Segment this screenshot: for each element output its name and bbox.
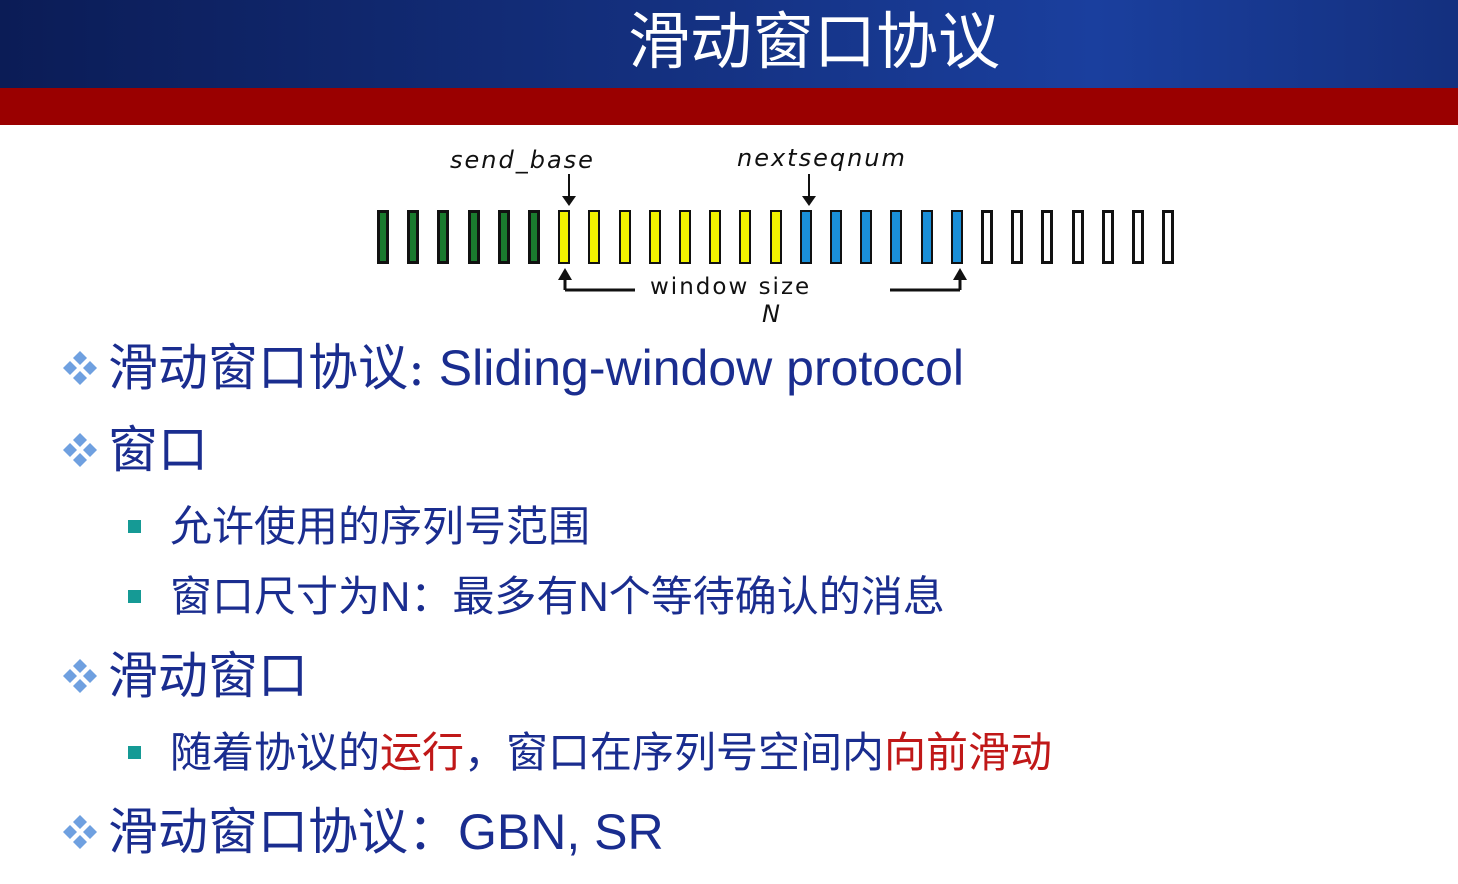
nextseqnum-arrow (802, 174, 816, 206)
seq-box-usable (890, 210, 903, 264)
size-n: N (380, 573, 411, 620)
seq-box-unusable (1011, 210, 1024, 264)
seq-box-acked (497, 210, 510, 264)
seq-box-unusable (1162, 210, 1175, 264)
seq-box-usable (799, 210, 812, 264)
window-right-arrow (890, 268, 967, 292)
slide-prefix: 随着协议的 (170, 728, 381, 777)
bullet-text: 滑动窗口 (108, 647, 308, 705)
title-accent-bar (0, 88, 1458, 125)
send-base-arrow (562, 174, 576, 206)
send-base-label: send_base (450, 146, 595, 174)
slide-mid: ，窗口在序列号空间内 (464, 728, 885, 777)
slide-title: 滑动窗口协议 (628, 5, 1001, 78)
slide-run-highlight: 运行 (380, 728, 465, 777)
sliding-window-diagram: send_base nextseqnum window size N (370, 140, 1200, 330)
seq-box-sent (679, 210, 691, 264)
seq-box-sent (769, 210, 782, 264)
square-bullet-icon (128, 590, 141, 603)
seq-box-sent (588, 210, 601, 264)
seq-box-acked (528, 210, 540, 264)
seq-box-sent (618, 210, 631, 264)
seq-box-sent (558, 210, 571, 264)
seq-box-unusable (1132, 210, 1144, 264)
seq-box-acked (407, 210, 420, 264)
seq-box-sent (648, 210, 661, 264)
size-suffix: 个等待确认的消息 (608, 572, 945, 621)
window-n-label: N (762, 300, 782, 328)
seq-box-acked (467, 210, 480, 264)
nextseqnum-label: nextseqnum (737, 144, 907, 172)
seq-box-usable (950, 210, 963, 264)
square-bullet-icon (128, 520, 141, 533)
diamond-bullet-icon (63, 659, 97, 693)
window-left-arrow (558, 268, 635, 292)
seq-box-acked (437, 210, 450, 264)
diagram-arrows (558, 174, 967, 292)
bullet-cjk-text: 滑动窗口协议: (108, 339, 425, 397)
bullet-latin-text: GBN, SR (458, 804, 664, 860)
diamond-bullet-icon (63, 351, 97, 385)
seq-box-unusable (1071, 210, 1084, 264)
square-bullet-icon (128, 746, 141, 759)
size-mid: ：最多有 (410, 572, 579, 621)
window-size-label: window size (650, 274, 812, 300)
bullet-latin-text: Sliding-window protocol (424, 340, 965, 396)
seq-box-sent (739, 210, 752, 264)
sub-bullet-text: 允许使用的序列号范围 (170, 502, 591, 551)
bullet-cjk-text: 滑动窗口协议： (108, 803, 458, 861)
seq-box-usable (920, 210, 933, 264)
seq-box-usable (860, 210, 873, 264)
seq-box-unusable (1041, 210, 1054, 264)
diamond-bullet-icon (63, 815, 97, 849)
seq-box-usable (830, 210, 842, 264)
seq-box-unusable (1101, 210, 1114, 264)
seq-box-acked (377, 210, 389, 264)
seq-box-sent (709, 210, 722, 264)
size-prefix: 窗口尺寸为 (170, 572, 381, 621)
slide-forward-highlight: 向前滑动 (884, 728, 1053, 777)
diamond-bullet-icon (63, 433, 97, 467)
size-n2: N (578, 573, 609, 620)
bullet-text: 窗口 (108, 421, 208, 479)
seq-box-unusable (981, 210, 993, 264)
title-bar: 滑动窗口协议 (0, 0, 1458, 88)
